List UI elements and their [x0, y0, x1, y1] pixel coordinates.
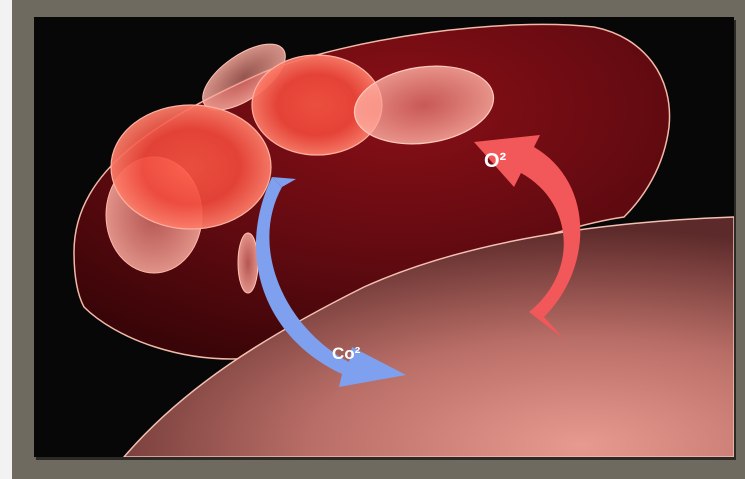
o2-label: O²: [484, 150, 507, 172]
red-blood-cell: [238, 233, 258, 293]
illustration-panel: Co² O²: [34, 17, 734, 457]
red-blood-cell: [111, 105, 271, 229]
co2-label: Co²: [332, 344, 361, 363]
picture-frame: Co² O²: [12, 0, 745, 479]
gas-exchange-illustration: Co² O²: [34, 17, 734, 457]
